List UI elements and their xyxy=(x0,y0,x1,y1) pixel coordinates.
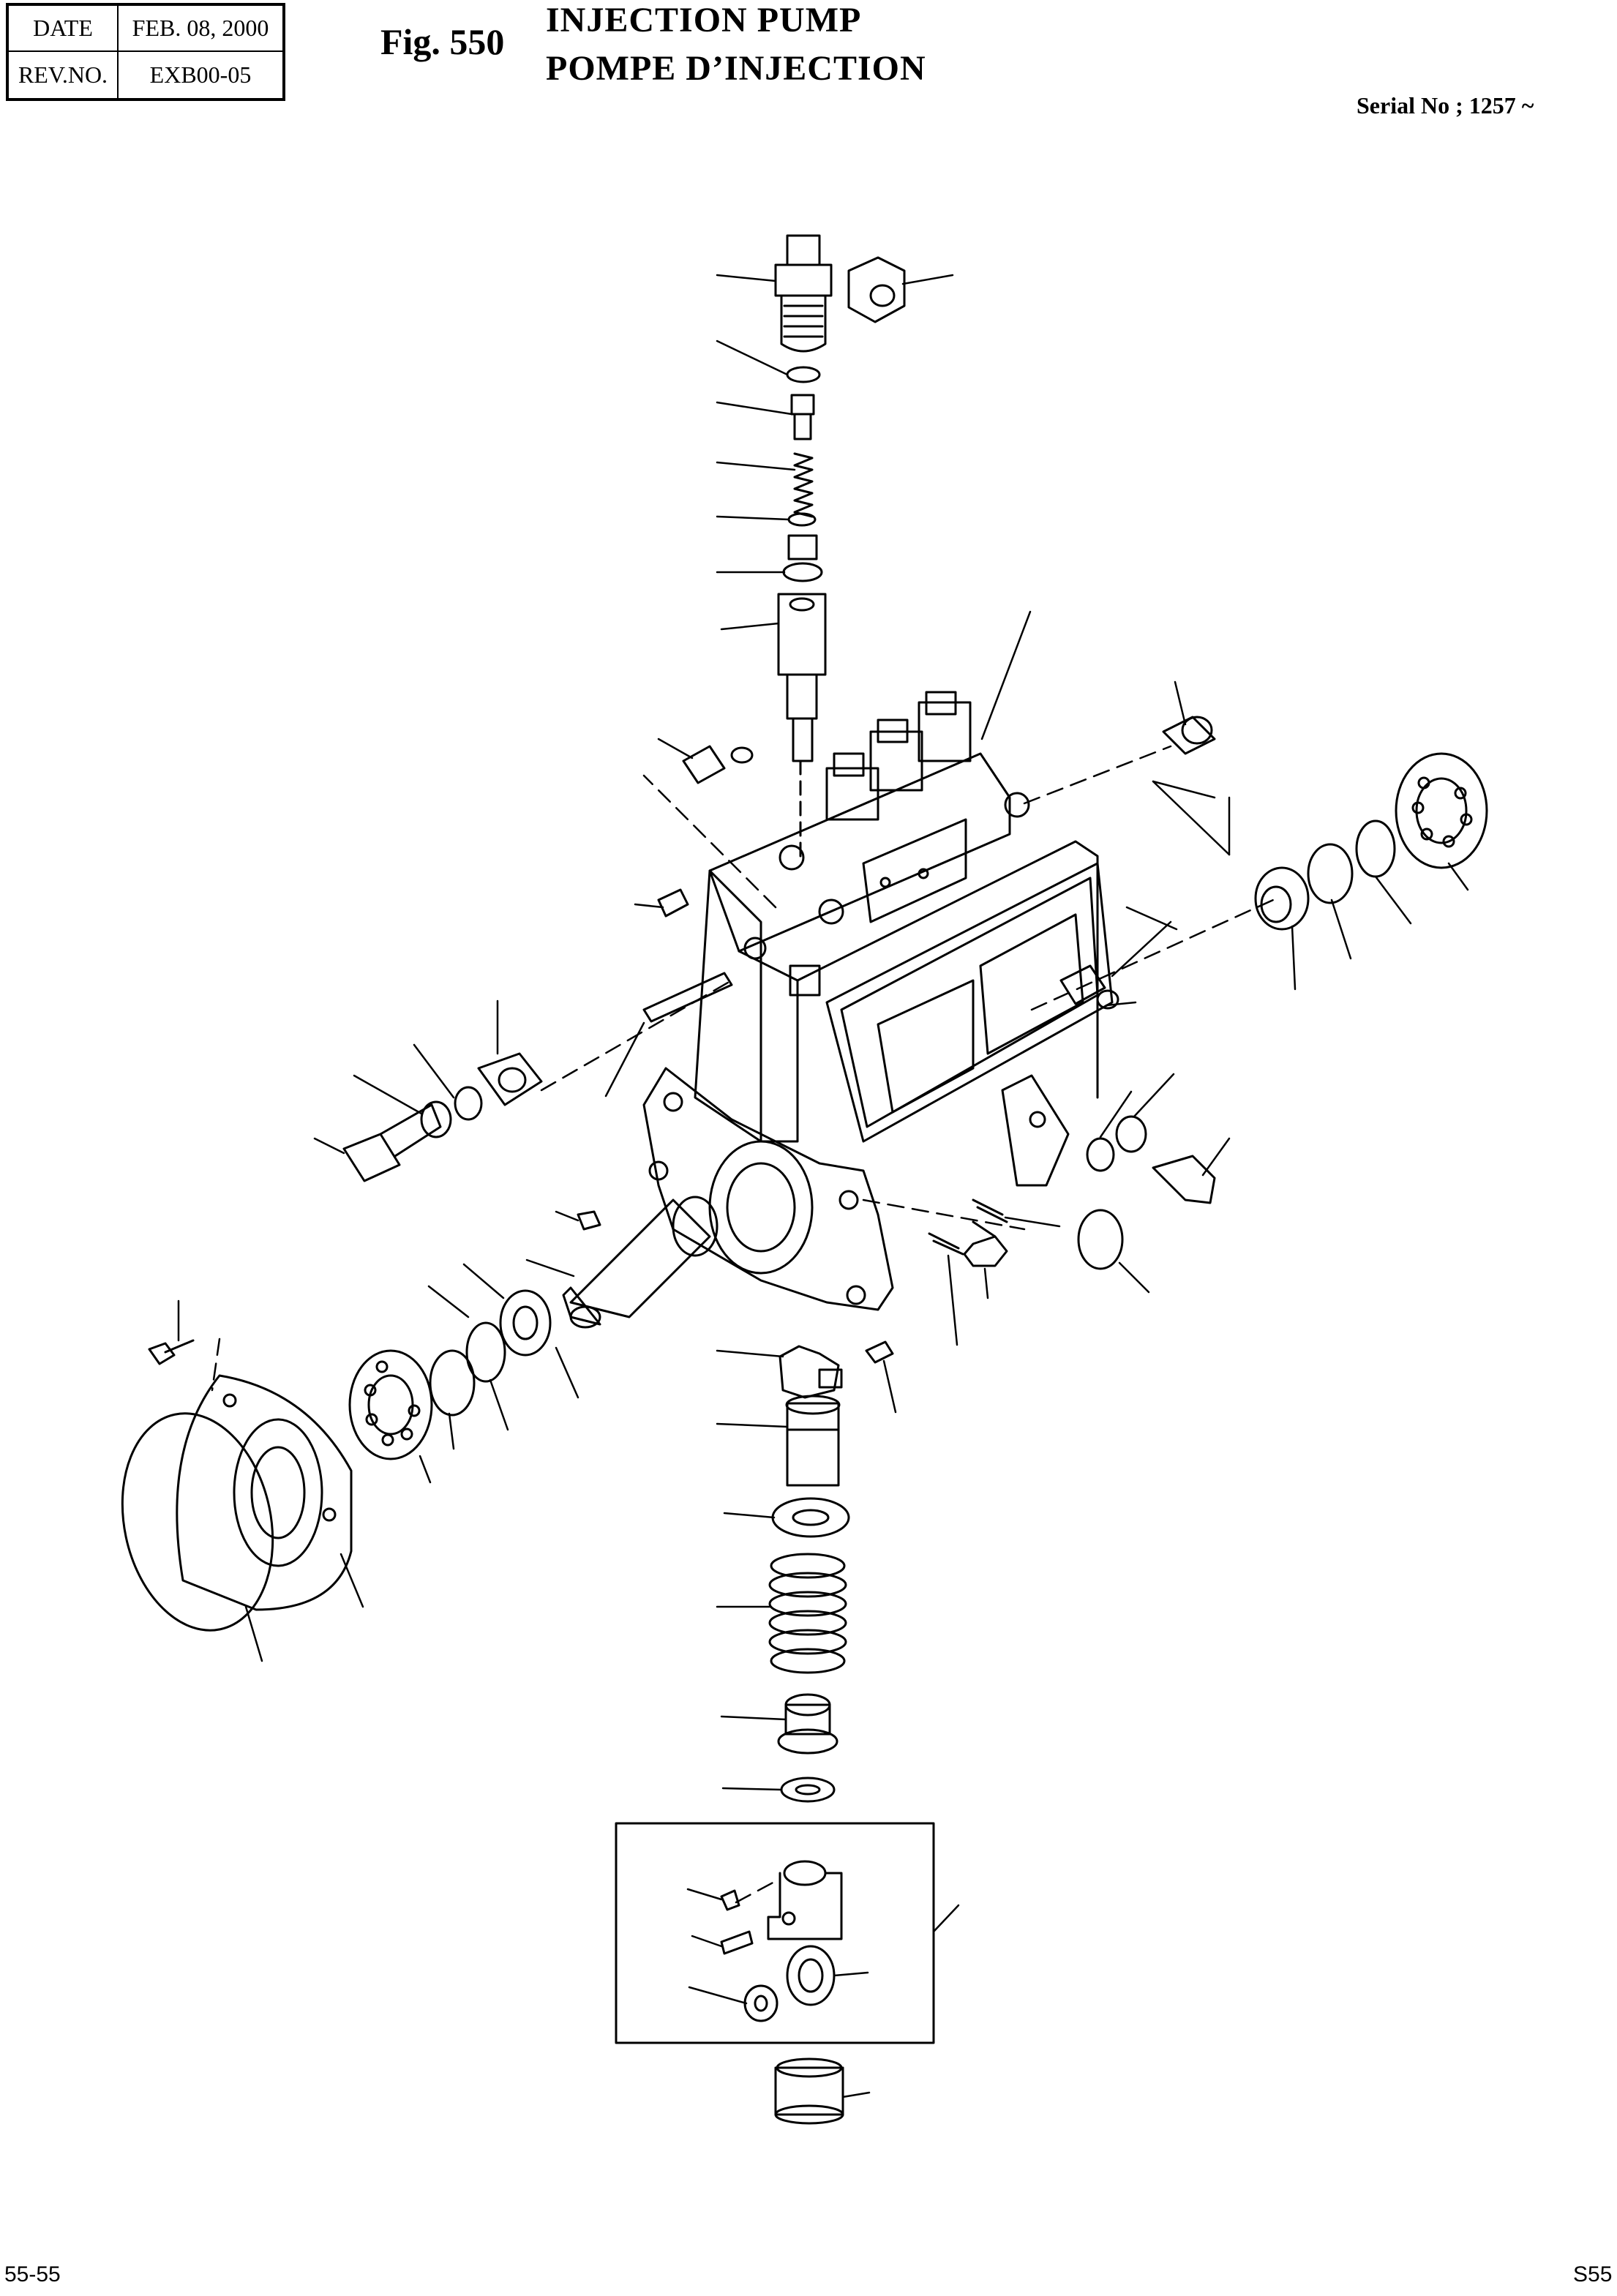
hex-bolt-left xyxy=(344,1105,440,1181)
shim-right-1 xyxy=(1308,844,1352,903)
title-english: INJECTION PUMP xyxy=(546,1,862,40)
washer-right-2 xyxy=(1117,1117,1146,1152)
air-vent-plug xyxy=(683,746,752,783)
bleeder-screw xyxy=(659,890,688,916)
ball-bearing-left xyxy=(350,1351,432,1459)
stop-lever xyxy=(1002,1076,1068,1185)
roller-pin xyxy=(721,1932,752,1954)
screw-bottom xyxy=(866,1342,893,1362)
date-value: FEB. 08, 2000 xyxy=(119,6,282,52)
tappet-assembly-box xyxy=(616,1823,934,2043)
cover-bolt xyxy=(149,1340,193,1364)
rev-label: REV.NO. xyxy=(9,52,119,98)
shim-right-2 xyxy=(1357,821,1395,877)
tappet-body xyxy=(768,1861,841,1939)
oil-seal-left xyxy=(500,1291,550,1355)
rev-value: EXB00-05 xyxy=(149,61,252,88)
date-label: DATE xyxy=(9,6,119,52)
leader-lines xyxy=(179,275,1468,2097)
hex-nut xyxy=(964,1237,1007,1266)
oring-right xyxy=(1078,1210,1122,1269)
bottom-plug xyxy=(776,2059,843,2123)
title-french: POMPE D’INJECTION xyxy=(546,49,926,88)
oil-seal-right xyxy=(1256,868,1308,929)
ball-bearing-right xyxy=(1396,754,1487,868)
stud-bolt xyxy=(929,1200,1007,1254)
adjusting-shim xyxy=(781,1778,834,1801)
sleeve-guide xyxy=(787,1396,839,1485)
figure-number: Fig. 550 xyxy=(380,21,505,62)
hex-bolt-right xyxy=(1153,1156,1215,1203)
assembly-lines xyxy=(212,746,1273,1902)
control-sleeve xyxy=(780,1346,841,1398)
upper-spring-seat xyxy=(773,1498,849,1537)
page-code: S55 xyxy=(1573,2262,1613,2286)
woodruff-key xyxy=(578,1212,600,1229)
clamp-bracket xyxy=(849,258,904,322)
mounting-flange xyxy=(644,1068,893,1310)
washer-left-1 xyxy=(421,1102,451,1137)
valve-stopper xyxy=(792,395,814,439)
roller-bushing xyxy=(745,1986,777,2021)
end-cover xyxy=(177,1376,351,1610)
camshaft xyxy=(563,1197,717,1327)
valve-spring xyxy=(795,454,812,517)
cover-o-ring xyxy=(103,1399,292,1644)
lower-spring-seat xyxy=(779,1695,837,1753)
delivery-valve xyxy=(784,536,822,581)
tappet-pin-retainer xyxy=(721,1891,739,1910)
shim-left-1 xyxy=(430,1351,474,1415)
gasket-ring xyxy=(789,514,815,525)
o-ring xyxy=(787,367,819,382)
page-number: 55-55 xyxy=(4,2262,61,2286)
banjo-bolt xyxy=(1163,717,1215,754)
roller xyxy=(787,1946,834,2005)
cap-nut-left xyxy=(479,1054,541,1105)
washer-left-2 xyxy=(455,1087,481,1119)
serial-number: Serial No ; 1257 ~ xyxy=(1357,92,1534,119)
delivery-valve-holder xyxy=(776,236,831,351)
shim-left-2 xyxy=(467,1323,505,1381)
pump-housing xyxy=(695,692,1112,1141)
plunger-barrel xyxy=(779,594,825,761)
washer-right-1 xyxy=(1087,1138,1114,1171)
revision-table: DATE FEB. 08, 2000 REV.NO. EXB00-05 xyxy=(6,3,285,101)
control-rack xyxy=(644,973,732,1021)
plunger-spring xyxy=(770,1554,846,1673)
screw-right xyxy=(1061,966,1118,1008)
